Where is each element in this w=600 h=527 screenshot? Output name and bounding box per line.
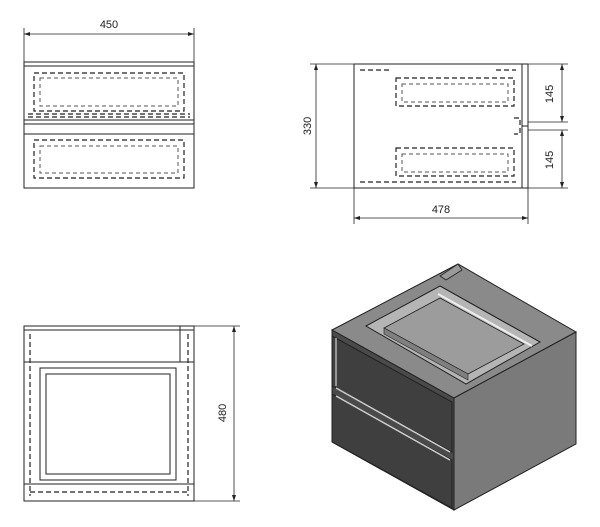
side-height-arrow-top — [314, 64, 318, 70]
front-upper-drawer-inner — [39, 77, 179, 107]
isometric-view — [330, 263, 578, 511]
front-view: 450 — [23, 19, 195, 189]
plan-depth-arrow-bottom — [232, 495, 236, 501]
drawer-bottom-arrow-up — [560, 130, 564, 136]
side-upper-drawer-inner — [401, 83, 509, 103]
front-width-arrow-right — [188, 32, 194, 36]
plan-depth-label: 480 — [217, 404, 229, 422]
side-lower-drawer-hidden — [395, 147, 515, 177]
side-height-label: 330 — [302, 117, 314, 135]
iso-back-rim — [439, 263, 463, 281]
side-depth-label: 478 — [432, 204, 450, 216]
side-view: 330 478 145 145 — [302, 63, 568, 224]
side-lower-drawer-inner — [401, 153, 509, 173]
drawer-top-arrow-up — [560, 64, 564, 70]
front-width-label: 450 — [100, 19, 118, 31]
plan-outline — [23, 325, 195, 502]
side-depth-arrow-left — [354, 216, 360, 220]
side-upper-drawer-hidden — [395, 77, 515, 107]
front-outline — [23, 61, 195, 189]
iso-upper-handle — [335, 387, 451, 453]
iso-lower-handle — [335, 395, 451, 461]
iso-upper-drawer-front[interactable] — [331, 335, 453, 453]
front-lower-drawer-hidden — [33, 139, 185, 179]
front-lower-drawer-inner — [39, 145, 179, 174]
iso-basin-back-edge — [439, 285, 541, 343]
side-height-arrow-bottom — [314, 182, 318, 188]
front-width-arrow-left — [24, 32, 30, 36]
side-mount-bracket — [514, 117, 521, 135]
iso-basin-wall — [383, 327, 469, 381]
drawer-top-arrow-down — [560, 116, 564, 122]
side-depth-arrow-right — [522, 216, 528, 220]
plan-basin-inner — [45, 373, 171, 475]
front-upper-drawer-hidden — [33, 72, 185, 112]
drawer-bottom-arrow-down — [560, 182, 564, 188]
plan-view: 480 — [23, 325, 240, 502]
plan-depth-arrow-top — [232, 326, 236, 332]
drawer-bottom-height-label: 145 — [544, 151, 556, 169]
plan-basin-outer — [39, 367, 177, 481]
iso-rail-highlight — [437, 293, 533, 347]
drawer-top-height-label: 145 — [544, 85, 556, 103]
